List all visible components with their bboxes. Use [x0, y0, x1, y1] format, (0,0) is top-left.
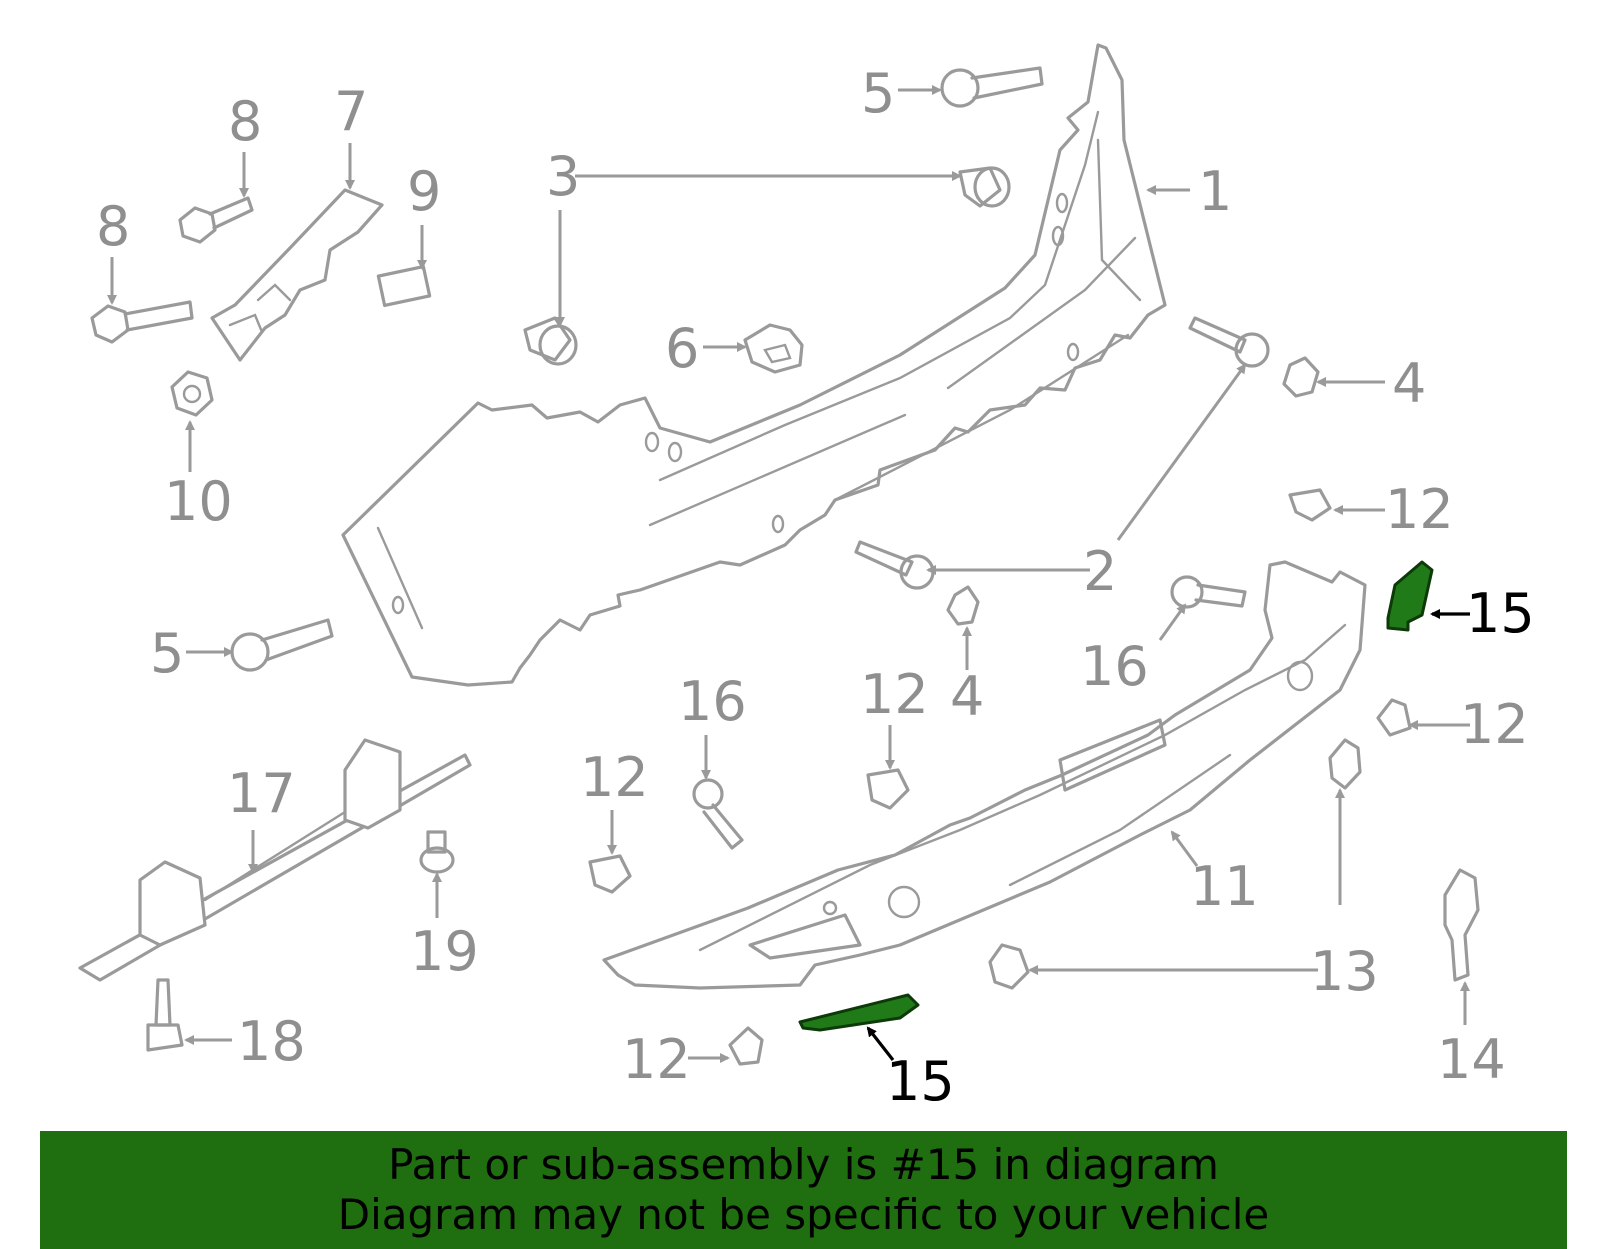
pad-part-9 [376, 264, 432, 308]
fastener-pin-19 [419, 830, 455, 874]
callout-18: 18 [237, 1010, 306, 1073]
banner-line-part-number: Part or sub-assembly is #15 in diagram [388, 1140, 1219, 1189]
fastener-pushpin-12a [1288, 488, 1332, 522]
callout-6: 6 [665, 317, 699, 380]
callout-8b: 8 [96, 195, 130, 258]
fastener-bolt-8b [90, 300, 194, 344]
fastener-clip-13b [988, 943, 1030, 990]
callout-19: 19 [410, 920, 479, 983]
highlight-part-15-upper [1386, 560, 1434, 632]
callout-15b: 15 [886, 1050, 955, 1113]
callout-4a: 4 [1392, 352, 1426, 415]
callout-9: 9 [407, 160, 441, 223]
callout-5a: 5 [861, 62, 895, 125]
callout-7: 7 [334, 80, 368, 143]
lower-valance-part-11 [602, 560, 1367, 990]
fastener-nut-10 [170, 370, 214, 417]
callout-12b: 12 [1460, 693, 1529, 756]
fastener-bolt-8a [178, 196, 254, 244]
skid-bracket-part-17 [78, 738, 472, 982]
callout-17: 17 [227, 762, 296, 825]
callout-11: 11 [1190, 855, 1259, 918]
fastener-clip-4a [1282, 356, 1320, 398]
fastener-bolt-5b [230, 618, 334, 672]
fastener-clip-3a [958, 166, 1011, 208]
fastener-screw-2b [854, 540, 935, 590]
callout-13: 13 [1310, 940, 1379, 1003]
fastener-screw-2a [1188, 316, 1270, 368]
callout-12d: 12 [580, 746, 649, 809]
callout-12e: 12 [622, 1028, 691, 1091]
callout-14: 14 [1437, 1028, 1506, 1091]
fastener-clip-14 [1443, 868, 1480, 982]
fastener-pushpin-12e [728, 1026, 764, 1066]
fastener-bolt-16a [1170, 575, 1247, 609]
fastener-pushpin-12c [866, 768, 910, 810]
bracket-part-7 [210, 188, 384, 362]
bumper-cover-part-1 [341, 43, 1167, 687]
callout-3: 3 [546, 145, 580, 208]
banner-line-disclaimer: Diagram may not be specific to your vehi… [337, 1190, 1270, 1239]
callout-15a: 15 [1466, 582, 1535, 645]
callout-1: 1 [1198, 160, 1232, 223]
fastener-clip-13a [1328, 738, 1362, 790]
callout-12c: 12 [860, 663, 929, 726]
highlight-part-15-lower [798, 993, 920, 1032]
callout-2: 2 [1083, 540, 1117, 603]
callout-16a: 16 [1080, 635, 1149, 698]
fastener-bolt-18 [146, 978, 184, 1052]
callout-8a: 8 [228, 90, 262, 153]
info-banner: Part or sub-assembly is #15 in diagram D… [40, 1131, 1567, 1249]
fastener-bolt-16b [692, 778, 744, 850]
callout-4b: 4 [950, 665, 984, 728]
callout-10: 10 [164, 470, 233, 533]
leader-lines [107, 85, 1470, 1063]
fastener-bolt-5a [940, 66, 1044, 108]
callout-12a: 12 [1385, 478, 1454, 541]
fastener-clip-3b [523, 316, 578, 366]
fastener-clip-4b [946, 585, 980, 626]
callout-5b: 5 [150, 622, 184, 685]
fastener-pushpin-12d [588, 854, 632, 894]
fastener-clip-6 [743, 323, 804, 374]
fastener-pushpin-12b [1376, 698, 1412, 737]
callout-16b: 16 [678, 670, 747, 733]
